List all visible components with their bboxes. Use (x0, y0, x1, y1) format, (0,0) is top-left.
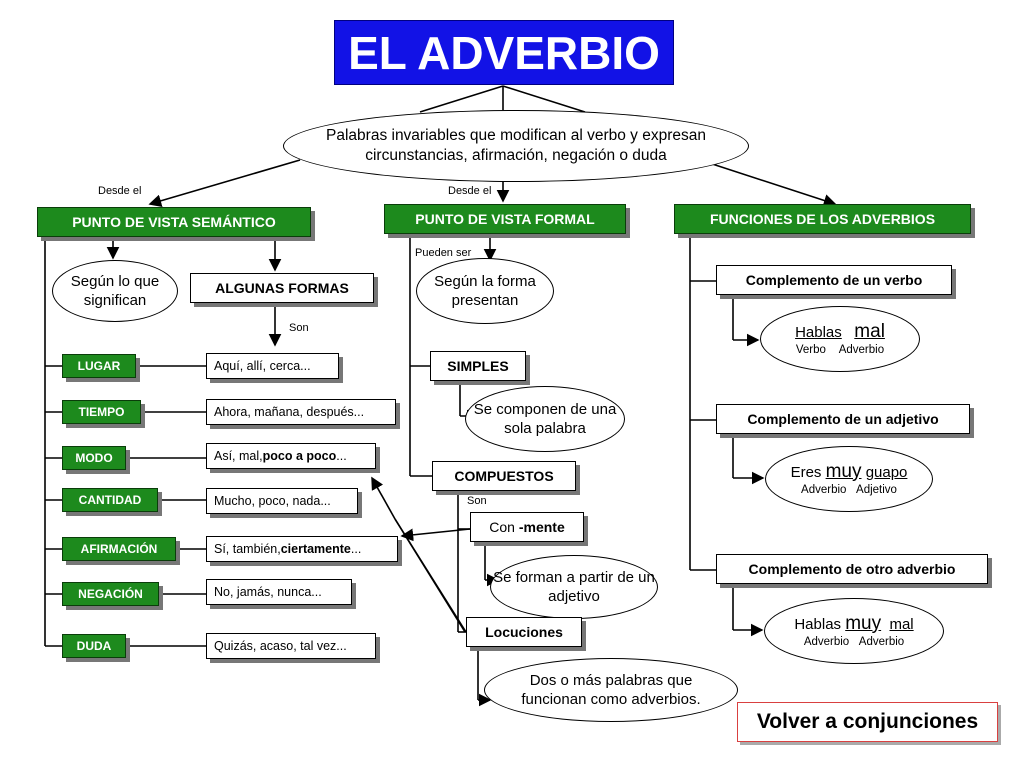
adverb-example-ellipse: Hablas muy mal Adverbio Adverbio (764, 598, 944, 664)
example-lugar: Aquí, allí, cerca... (206, 353, 339, 379)
header-functions: FUNCIONES DE LOS ADVERBIOS (674, 204, 971, 234)
example-modo: Así, mal, poco a poco... (206, 443, 376, 469)
example-cantidad: Mucho, poco, nada... (206, 488, 358, 514)
son-label-formal: Son (467, 495, 487, 507)
category-duda: DUDA (62, 634, 126, 658)
mente-desc-ellipse: Se forman a partir de un adjetivo (490, 555, 658, 619)
form-ellipse: Según la forma presentan (416, 258, 554, 324)
category-lugar: LUGAR (62, 354, 136, 378)
function-verb-box: Complemento de un verbo (716, 265, 952, 295)
definition-ellipse: Palabras invariables que modifican al ve… (283, 110, 749, 182)
compuestos-box: COMPUESTOS (432, 461, 576, 491)
example-duda: Quizás, acaso, tal vez... (206, 633, 376, 659)
category-modo: MODO (62, 446, 126, 470)
simples-box: SIMPLES (430, 351, 526, 381)
simples-desc-ellipse: Se componen de una sola palabra (465, 386, 625, 452)
category-tiempo: TIEMPO (62, 400, 141, 424)
locuciones-desc-ellipse: Dos o más palabras que funcionan como ad… (484, 658, 738, 722)
son-label-semantic: Son (289, 322, 309, 334)
adjective-example-ellipse: Eres muy guapo Adverbio Adjetivo (765, 446, 933, 512)
from-label-left: Desde el (98, 185, 142, 197)
example-negacion: No, jamás, nunca... (206, 579, 352, 605)
page-title: EL ADVERBIO (334, 20, 674, 85)
forms-box: ALGUNAS FORMAS (190, 273, 374, 303)
header-formal: PUNTO DE VISTA FORMAL (384, 204, 626, 234)
from-label-mid: Desde el (448, 185, 492, 197)
function-adjective-box: Complemento de un adjetivo (716, 404, 970, 434)
function-adverb-box: Complemento de otro adverbio (716, 554, 988, 584)
pueden-ser-label: Pueden ser (415, 247, 472, 259)
back-to-conjunctions-button[interactable]: Volver a conjunciones (737, 702, 998, 742)
con-mente-box: Con -mente (470, 512, 584, 542)
header-semantic: PUNTO DE VISTA SEMÁNTICO (37, 207, 311, 237)
example-tiempo: Ahora, mañana, después... (206, 399, 396, 425)
locuciones-box: Locuciones (466, 617, 582, 647)
meaning-ellipse: Según lo que significan (52, 260, 178, 322)
verb-example-ellipse: Hablas mal Verbo Adverbio (760, 306, 920, 372)
category-negacion: NEGACIÓN (62, 582, 159, 606)
category-cantidad: CANTIDAD (62, 488, 158, 512)
example-afirmacion: Sí, también, ciertamente... (206, 536, 398, 562)
category-afirmacion: AFIRMACIÓN (62, 537, 176, 561)
